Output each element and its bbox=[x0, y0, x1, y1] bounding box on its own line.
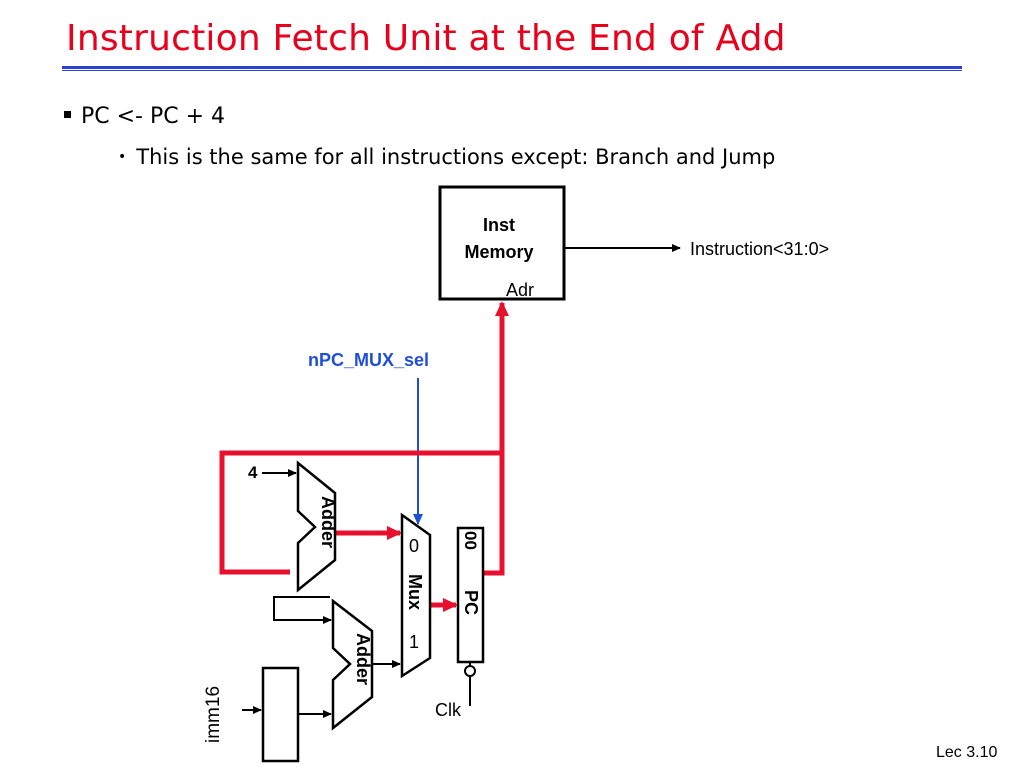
title-rule-thin bbox=[62, 70, 962, 71]
adder-bottom-label: Adder bbox=[353, 633, 373, 685]
adder-bottom-pc-input bbox=[273, 596, 332, 624]
pc-to-adr-path bbox=[483, 301, 509, 576]
imm16-extender-box bbox=[261, 666, 300, 763]
inst-memory-label-1: Inst bbox=[483, 215, 515, 235]
slide-title: Instruction Fetch Unit at the End of Add bbox=[66, 18, 786, 59]
clock-bubble bbox=[464, 665, 476, 677]
inst-memory-adr-label: Adr bbox=[506, 280, 534, 300]
inst-memory-label-2: Memory bbox=[464, 242, 533, 262]
bullet-sub: • This is the same for all instructions e… bbox=[118, 145, 775, 169]
pc-register-marker: 00 bbox=[461, 531, 480, 550]
bullet-main-text: PC <- PC + 4 bbox=[81, 104, 226, 129]
pc-feedback-path bbox=[219, 450, 502, 575]
constant-four-label: 4 bbox=[248, 463, 258, 482]
instruction-output-label: Instruction<31:0> bbox=[690, 239, 829, 259]
dot-bullet-icon: • bbox=[118, 149, 127, 165]
square-bullet-icon bbox=[64, 111, 71, 118]
adder-top-label: Adder bbox=[318, 496, 338, 548]
slide-number: Lec 3.10 bbox=[936, 744, 998, 761]
clock-label: Clk bbox=[435, 700, 462, 720]
adder-bottom-shape bbox=[331, 598, 374, 731]
mux-input-1-label: 1 bbox=[409, 632, 419, 652]
bullet-sub-text: This is the same for all instructions ex… bbox=[136, 145, 776, 169]
mux-label: Mux bbox=[405, 574, 425, 610]
adder-top-shape bbox=[296, 460, 337, 593]
pc-register-box bbox=[456, 526, 485, 664]
mux-select-label: nPC_MUX_sel bbox=[308, 350, 429, 370]
bullet-main: PC <- PC + 4 bbox=[64, 104, 225, 129]
pc-register-label: PC bbox=[461, 590, 481, 615]
title-rule bbox=[62, 66, 962, 69]
inst-memory-box bbox=[438, 185, 566, 301]
imm16-label: imm16 bbox=[203, 686, 224, 743]
mux-input-0-label: 0 bbox=[409, 536, 419, 556]
mux-shape bbox=[400, 512, 432, 679]
